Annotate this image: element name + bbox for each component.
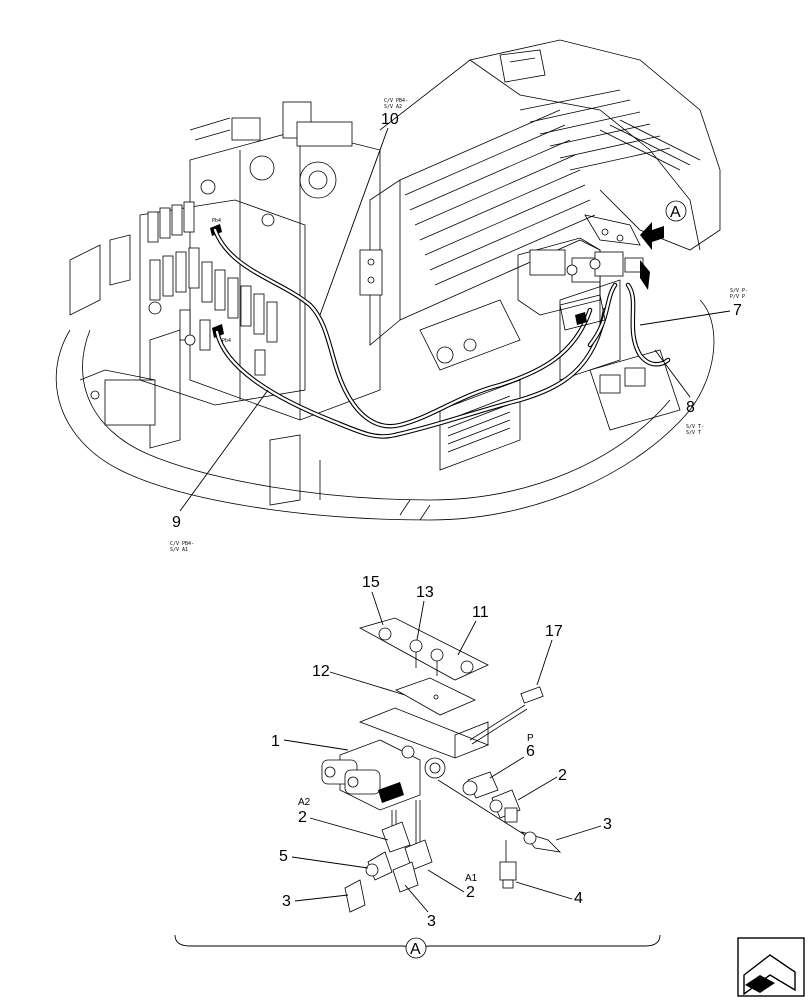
fitting-5 [365,851,393,881]
callout-9: 9 [172,514,181,531]
fitting-6 [462,771,499,799]
callout-7: 7 [733,302,742,319]
detail-a-exploded-view [321,617,562,913]
next-page-icon[interactable] [737,937,805,997]
solenoid-valve-1 [321,739,446,811]
callout-3-left: 3 [282,893,291,910]
callout-3-mid: 3 [427,913,436,930]
callout-11: 11 [472,604,489,621]
detail-a-circle-lower [405,937,427,959]
upper-callouts: C/V PB4- S/V A2 10 S/V P- P/V P 7 8 S/V … [170,98,748,553]
callout-10: 10 [381,111,399,128]
detail-a-letter-lower: A [410,941,421,958]
hose-assemblies [212,227,671,439]
callout-4: 4 [574,890,583,907]
callout-9-note-2: S/V A1 [170,547,188,553]
callout-3-right: 3 [603,816,612,833]
callout-2-right: 2 [558,767,567,784]
fitting-3-right [437,779,562,853]
callout-6: 6 [526,743,535,760]
fitting-3-lower-mid [392,861,419,893]
bolts-13-15 [378,627,474,676]
callout-7-note-2: P/V P [730,294,745,300]
radiator-fins [399,89,701,286]
view-a-arrow: A [640,200,687,250]
tee-fitting-4 [415,800,517,889]
port-label-pb4-upper: Pb4 [212,218,221,224]
callout-2-a2: 2 [298,809,307,826]
callout-9-note: C/V PB4- [170,541,194,547]
valve-spools [147,201,278,376]
bolt-17 [469,686,544,745]
port-label-a2: A2 [298,797,311,808]
elbow-2-right [489,789,521,823]
callout-2-a1: 2 [466,884,475,901]
fitting-3-lower-left [344,879,366,913]
detail-a-circle-upper [665,200,687,222]
detail-a-bracket: A [174,934,661,959]
callout-8-note: S/V T- [686,424,704,430]
callout-13: 13 [416,584,434,601]
callout-12: 12 [312,663,330,680]
elbow-2-a2 [381,810,411,853]
callout-7-note: S/V P- [730,288,748,294]
port-label-p: P [527,733,534,744]
control-valve-stack: Pb4 Pb4 [139,199,306,406]
callout-10-note-2: S/V A2 [384,104,402,110]
detail-a-letter-upper: A [670,204,681,221]
callout-1: 1 [271,733,280,750]
callout-10-note: C/V PB4- [384,98,408,104]
port-label-a1: A1 [465,873,478,884]
callout-8: 8 [686,399,695,416]
callout-17: 17 [545,623,563,640]
lower-callouts: 15 13 11 17 12 1 P 6 2 A2 2 3 5 A1 2 4 3… [271,574,612,930]
callout-5: 5 [279,848,288,865]
plate-11 [358,617,489,681]
port-label-pb4-lower: Pb4 [222,338,231,344]
solenoid-valve-upper-view [517,214,650,331]
callout-15: 15 [362,574,380,591]
callout-8-note-2: S/V T [686,430,701,436]
